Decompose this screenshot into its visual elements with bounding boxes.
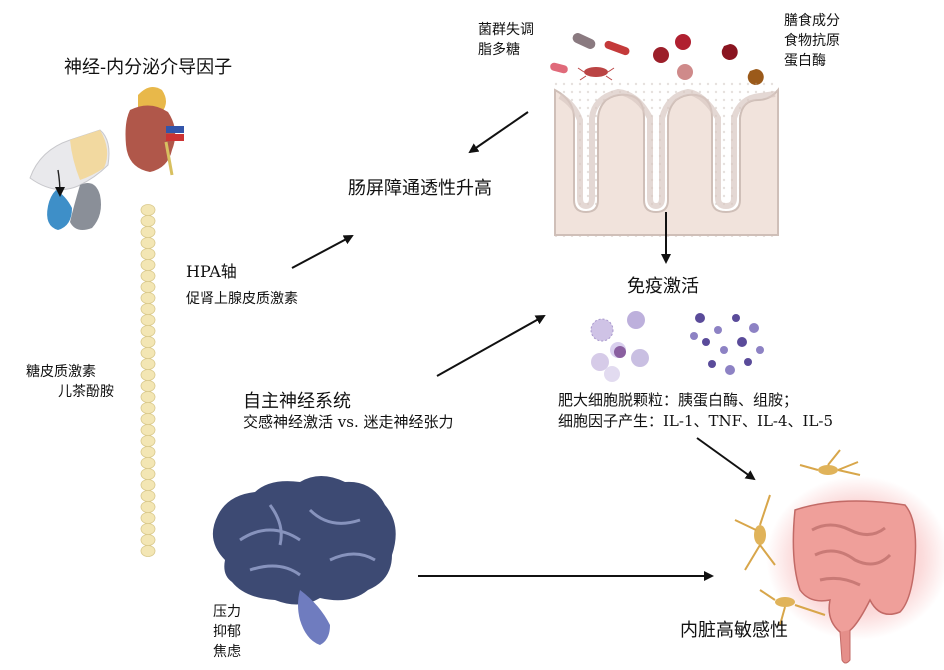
granule	[749, 323, 759, 333]
hpa-axis-label: HPA轴	[186, 262, 237, 281]
arrows	[291, 111, 756, 581]
dysbiosis-label: 菌群失调	[478, 22, 534, 38]
granule	[702, 338, 710, 346]
vertebra	[140, 391, 156, 403]
granule	[695, 313, 705, 323]
granule	[725, 365, 735, 375]
ans-detail-label: 交感神经激活 vs. 迷走神经张力	[243, 413, 454, 431]
food-antigen-icon	[653, 34, 764, 85]
mast-cell-label: 肥大细胞脱颗粒：胰蛋白酶、组胺；	[558, 391, 799, 409]
anxiety-label: 焦虑	[213, 644, 241, 660]
arrow-immune-to-visceral	[696, 437, 756, 481]
food-antigen-label: 食物抗原	[784, 33, 840, 49]
vertebra	[140, 237, 156, 249]
granule	[737, 337, 747, 347]
catecholamine-label: 儿茶酚胺	[58, 384, 114, 400]
vertebra	[140, 248, 156, 260]
vertebra	[140, 457, 156, 469]
vertebra	[140, 358, 156, 370]
granule	[732, 314, 740, 322]
arrow-villi-to-barrier	[468, 111, 529, 154]
vertebra	[140, 314, 156, 326]
barrier-label: 肠屏障通透性升高	[348, 178, 492, 199]
vertebra	[140, 369, 156, 381]
stress-label: 压力	[213, 604, 241, 620]
kidney-adrenal-icon	[125, 86, 184, 176]
intestinal-villi-icon	[553, 82, 779, 237]
vertebra	[140, 380, 156, 392]
pituitary-icon	[29, 129, 110, 230]
granule	[756, 346, 764, 354]
vertebra	[140, 468, 156, 480]
acth-label: 促肾上腺皮质激素	[186, 291, 298, 307]
vertebra	[140, 215, 156, 227]
vertebra	[140, 424, 156, 436]
granule	[708, 360, 716, 368]
granule	[720, 346, 728, 354]
vertebra	[140, 303, 156, 315]
vertebra	[140, 413, 156, 425]
protease-label: 蛋白酶	[784, 53, 826, 69]
vertebra	[140, 545, 156, 557]
vertebra	[140, 534, 156, 546]
vertebra	[140, 347, 156, 359]
vertebra	[140, 435, 156, 447]
vertebra	[140, 446, 156, 458]
depression-label: 抑郁	[213, 624, 241, 640]
arrow-ans-to-immune	[436, 315, 546, 377]
neuron-icon	[734, 449, 861, 626]
diet-label: 膳食成分	[784, 13, 840, 29]
neuroendocrine-label: 神经-内分泌介导因子	[64, 57, 233, 78]
vertebra	[140, 292, 156, 304]
intestine-icon	[766, 476, 944, 664]
vertebra	[140, 336, 156, 348]
vertebra	[140, 226, 156, 238]
vertebra	[140, 325, 156, 337]
bacteria-icon	[550, 33, 630, 81]
vertebra	[140, 402, 156, 414]
immune-cells-icon	[590, 311, 764, 382]
vertebra	[140, 204, 156, 216]
ans-label: 自主神经系统	[243, 391, 351, 412]
visceral-hypersensitivity-label: 内脏高敏感性	[680, 620, 788, 641]
cytokine-label: 细胞因子产生：IL-1、TNF、IL-4、IL-5	[558, 412, 834, 430]
granule	[714, 326, 722, 334]
vertebra	[140, 512, 156, 524]
vertebra	[140, 259, 156, 271]
glucocorticoid-label: 糖皮质激素	[26, 364, 96, 380]
vertebra	[140, 270, 156, 282]
granule	[690, 332, 698, 340]
granule	[744, 358, 752, 366]
vertebra	[140, 523, 156, 535]
vertebra	[140, 281, 156, 293]
vertebra	[140, 501, 156, 513]
vertebra	[140, 490, 156, 502]
brain-icon	[212, 476, 396, 645]
lps-label: 脂多糖	[478, 42, 520, 58]
spinal-cord-icon	[140, 204, 156, 557]
arrow-hpa-to-barrier	[291, 235, 354, 269]
immune-activation-label: 免疫激活	[627, 276, 699, 297]
vertebra	[140, 479, 156, 491]
